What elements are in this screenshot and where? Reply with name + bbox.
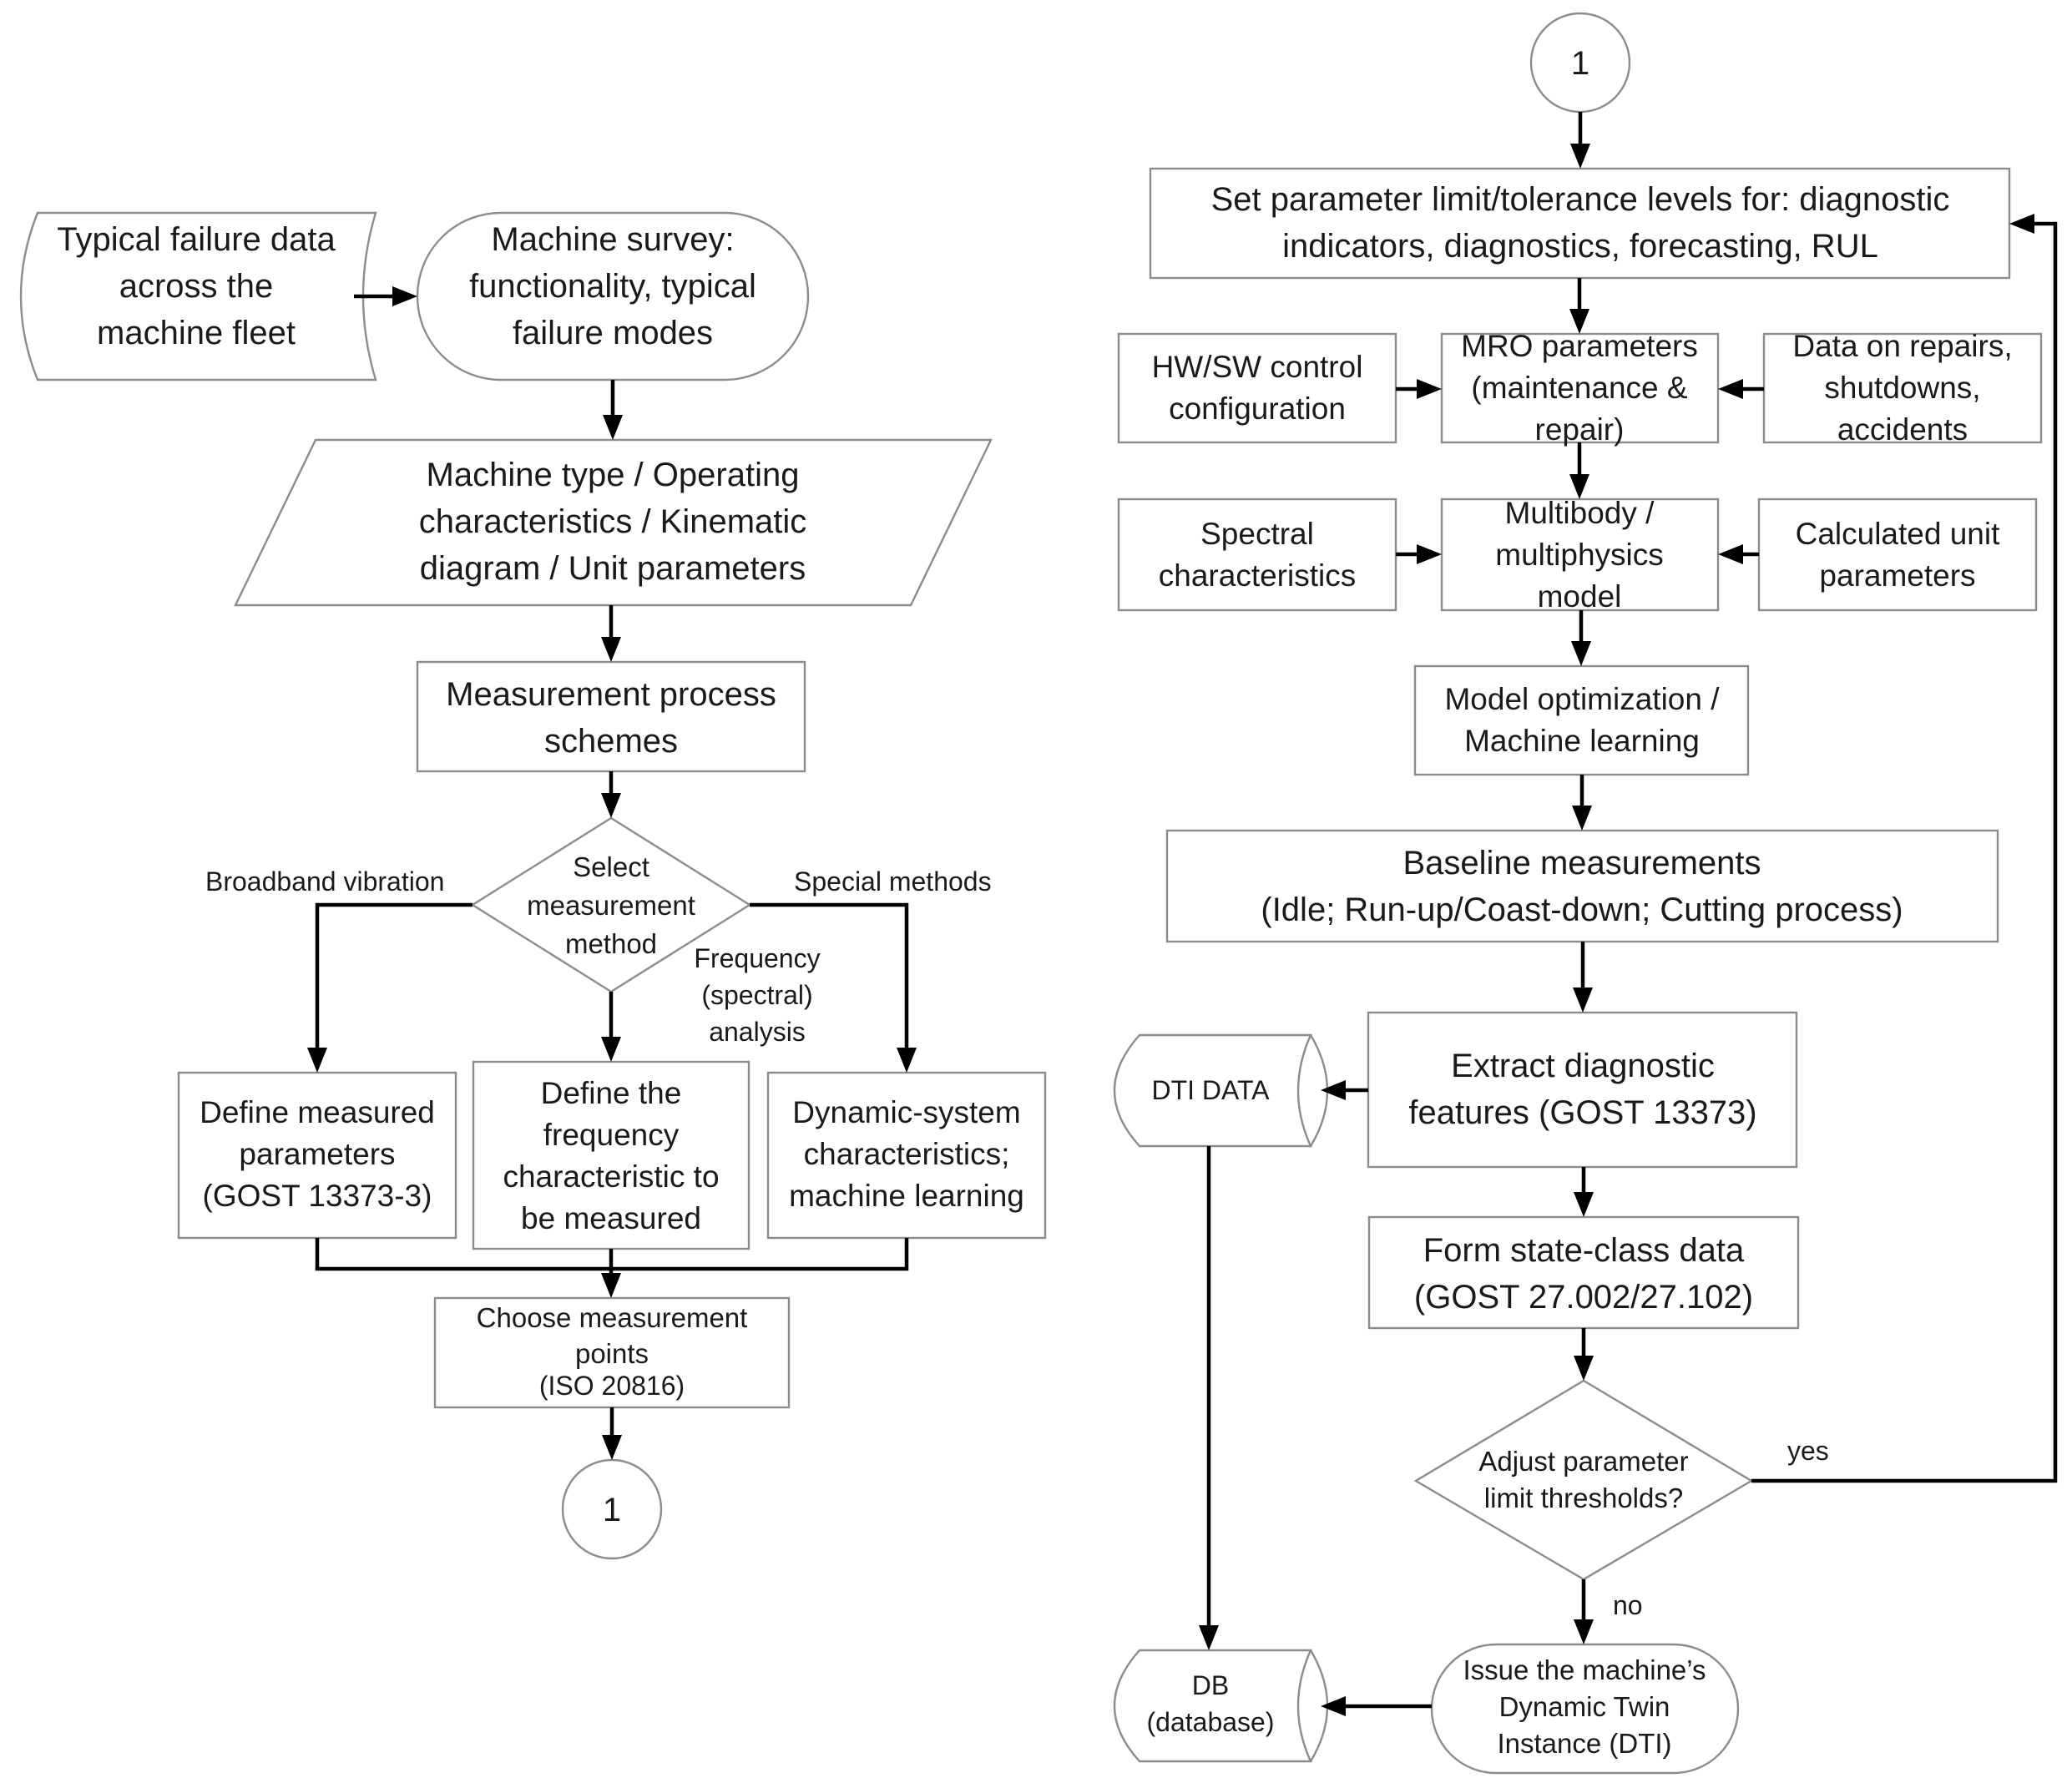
branch-label-broadband: Broadband vibration (205, 866, 444, 897)
branch-label-frequency-2: (spectral) (701, 980, 812, 1010)
mro-line-2: (maintenance & (1471, 371, 1687, 405)
machine-survey-line-1: Machine survey: (491, 221, 734, 258)
db-line-1: DB (1192, 1670, 1229, 1700)
hw-sw-line-2: configuration (1169, 391, 1346, 426)
adjust-thresholds-decision: Adjust parameter limit thresholds? (1413, 1379, 1754, 1581)
mro-line-3: repair) (1535, 412, 1625, 447)
define-frequency-line-1: Define the (541, 1076, 682, 1110)
machine-survey-line-3: failure modes (513, 315, 713, 351)
branch-label-frequency-1: Frequency (694, 943, 820, 973)
dynamic-system-line-3: machine learning (789, 1179, 1024, 1213)
model-optimization-line-2: Machine learning (1464, 724, 1700, 758)
dynamic-system-line-2: characteristics; (804, 1137, 1010, 1171)
define-frequency-line-4: be measured (521, 1201, 701, 1235)
machine-type-line-3: diagram / Unit parameters (420, 550, 806, 587)
form-state-line-2: (GOST 27.002/27.102) (1414, 1279, 1753, 1316)
measurement-schemes-line-2: schemes (544, 723, 678, 760)
dti-data-label: DTI DATA (1151, 1075, 1270, 1105)
define-measured-line-3: (GOST 13373-3) (203, 1179, 432, 1213)
left-connectors (307, 286, 917, 1460)
machine-survey-node: Machine survey: functionality, typical f… (416, 211, 810, 381)
failure-data-line-2: across the (119, 268, 274, 305)
select-method-line-2: measurement (527, 890, 695, 921)
measurement-schemes-line-1: Measurement process (446, 676, 776, 713)
connector-left-label: 1 (603, 1492, 621, 1528)
issue-dti-line-2: Dynamic Twin (1499, 1691, 1670, 1722)
issue-dti-line-1: Issue the machine’s (1463, 1654, 1706, 1685)
choose-points-line-2: points (575, 1338, 649, 1369)
repairs-data-node: Data on repairs, shutdowns, accidents (1762, 329, 2043, 447)
repairs-data-line-2: shutdowns, (1824, 371, 1980, 405)
define-measured-line-1: Define measured (200, 1095, 435, 1129)
define-measured-node: Define measured parameters (GOST 13373-3… (177, 1071, 457, 1240)
form-state-node: Form state-class data (GOST 27.002/27.10… (1367, 1215, 1800, 1330)
calculated-unit-node: Calculated unit parameters (1757, 498, 2038, 612)
branch-label-special: Special methods (794, 866, 992, 897)
baseline-node: Baseline measurements (Idle; Run-up/Coas… (1165, 829, 1999, 943)
multibody-node: Multibody / multiphysics model (1440, 496, 1720, 614)
set-limits-line-2: indicators, diagnostics, forecasting, RU… (1282, 228, 1878, 265)
mro-node: MRO parameters (maintenance & repair) (1440, 329, 1720, 447)
adjust-thresholds-line-2: limit thresholds? (1484, 1483, 1683, 1513)
select-method-decision: Select measurement method (470, 816, 752, 993)
spectral-line-1: Spectral (1200, 517, 1314, 551)
define-frequency-line-3: characteristic to (503, 1159, 719, 1194)
model-optimization-line-1: Model optimization / (1444, 682, 1720, 716)
repairs-data-line-3: accidents (1837, 412, 1968, 447)
machine-type-line-2: characteristics / Kinematic (419, 503, 807, 540)
issue-dti-node: Issue the machine’s Dynamic Twin Instanc… (1430, 1643, 1740, 1775)
connector-left: 1 (561, 1458, 663, 1560)
connector-right: 1 (1529, 12, 1631, 114)
choose-points-line-3: (ISO 20816) (539, 1371, 685, 1401)
baseline-line-1: Baseline measurements (1402, 845, 1761, 881)
machine-type-node: Machine type / Operating characteristics… (234, 438, 993, 607)
model-optimization-node: Model optimization / Machine learning (1413, 664, 1750, 776)
dynamic-system-line-1: Dynamic-system (792, 1095, 1020, 1129)
db-node: DB (database) (1113, 1649, 1329, 1763)
extract-features-line-1: Extract diagnostic (1451, 1048, 1715, 1084)
set-limits-node: Set parameter limit/tolerance levels for… (1149, 167, 2011, 280)
dti-data-node: DTI DATA (1113, 1033, 1329, 1148)
right-connectors (1199, 112, 2058, 1716)
failure-data-node: Typical failure data across the machine … (19, 211, 377, 381)
extract-features-line-2: features (GOST 13373) (1408, 1094, 1756, 1131)
calculated-unit-line-1: Calculated unit (1796, 517, 2000, 551)
mro-line-1: MRO parameters (1461, 329, 1698, 363)
failure-data-line-1: Typical failure data (57, 221, 336, 258)
select-method-line-1: Select (573, 851, 649, 882)
branch-label-frequency-3: analysis (709, 1017, 806, 1047)
connector-right-label: 1 (1571, 45, 1589, 82)
define-frequency-node: Define the frequency characteristic to b… (472, 1060, 750, 1250)
hw-sw-node: HW/SW control configuration (1117, 332, 1397, 444)
select-method-line-3: method (565, 928, 657, 959)
measurement-schemes-node: Measurement process schemes (416, 660, 806, 773)
yes-label: yes (1787, 1436, 1829, 1466)
failure-data-line-3: machine fleet (97, 315, 296, 351)
multibody-line-1: Multibody / (1505, 496, 1655, 530)
machine-survey-line-2: functionality, typical (469, 268, 756, 305)
spectral-node: Spectral characteristics (1117, 498, 1397, 612)
spectral-line-2: characteristics (1159, 558, 1356, 593)
set-limits-line-1: Set parameter limit/tolerance levels for… (1211, 181, 1950, 218)
define-frequency-line-2: frequency (543, 1118, 680, 1152)
multibody-line-2: multiphysics (1495, 538, 1664, 572)
baseline-line-2: (Idle; Run-up/Coast-down; Cutting proces… (1261, 892, 1903, 928)
repairs-data-line-1: Data on repairs, (1792, 329, 2012, 363)
calculated-unit-line-2: parameters (1819, 558, 1975, 593)
multibody-line-3: model (1538, 579, 1622, 614)
hw-sw-line-1: HW/SW control (1152, 350, 1363, 384)
choose-points-line-1: Choose measurement (477, 1302, 748, 1333)
dynamic-system-node: Dynamic-system characteristics; machine … (766, 1071, 1047, 1240)
form-state-line-1: Form state-class data (1423, 1232, 1745, 1269)
machine-type-line-1: Machine type / Operating (427, 457, 800, 493)
db-line-2: (database) (1147, 1707, 1275, 1737)
define-measured-line-2: parameters (239, 1137, 395, 1171)
adjust-thresholds-line-1: Adjust parameter (1478, 1446, 1688, 1477)
choose-points-node: Choose measurement points (ISO 20816) (433, 1296, 791, 1409)
issue-dti-line-3: Instance (DTI) (1497, 1728, 1671, 1759)
no-label: no (1613, 1590, 1643, 1620)
extract-features-node: Extract diagnostic features (GOST 13373) (1367, 1011, 1798, 1169)
